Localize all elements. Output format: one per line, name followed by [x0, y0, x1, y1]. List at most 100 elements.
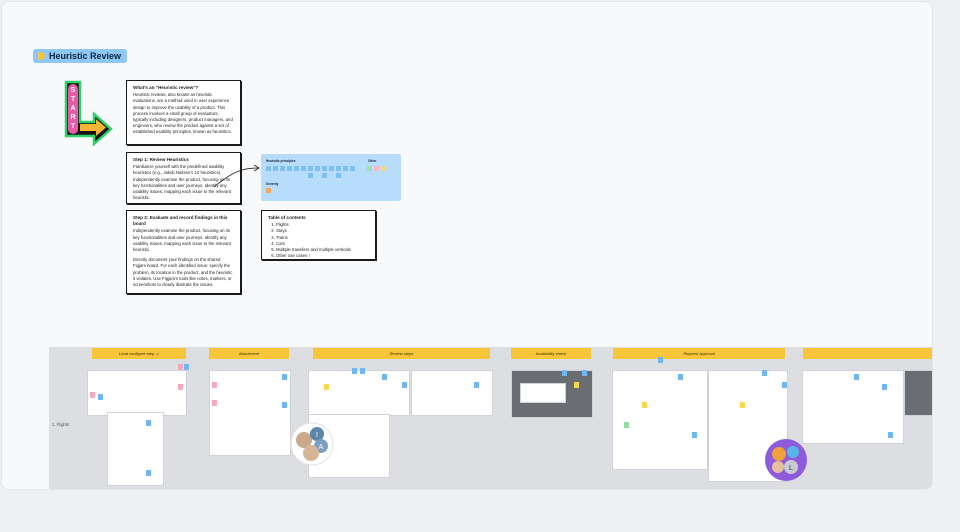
start-letter-t: T	[71, 96, 76, 103]
sticky-note[interactable]	[367, 166, 372, 171]
sticky-note[interactable]	[474, 382, 479, 388]
heuristic-principles-board[interactable]: Heuristic principles Other Severity	[261, 154, 401, 201]
sticky-note[interactable]	[282, 374, 287, 380]
sticky-note[interactable]	[308, 166, 313, 171]
toc-list: Flights Stays Trains Cars Multiple trave…	[268, 222, 369, 259]
sticky-note[interactable]	[658, 357, 663, 363]
what-is-heuristic-card[interactable]: What's an "Heuristic review"? Heuristic …	[126, 80, 241, 145]
step-header-next[interactable]	[803, 348, 932, 359]
sticky-note[interactable]	[382, 374, 387, 380]
sticky-note[interactable]	[642, 402, 647, 408]
sticky-note[interactable]	[178, 364, 183, 370]
sticky-note[interactable]	[343, 166, 348, 171]
sticky-note[interactable]	[280, 166, 285, 171]
step-header-request-approval[interactable]: Request approval	[613, 348, 785, 359]
screen-lead-configure-2[interactable]	[107, 412, 164, 486]
toc-item[interactable]: Multiple travellers and multiple vertica…	[276, 247, 369, 253]
sticky-note[interactable]	[882, 384, 887, 390]
screen-lead-configure[interactable]	[87, 370, 187, 416]
sticky-note[interactable]	[352, 368, 357, 374]
sticky-note[interactable]	[678, 374, 683, 380]
sticky-note[interactable]	[294, 166, 299, 171]
screen-review-1[interactable]	[308, 370, 410, 416]
sticky-note[interactable]	[402, 382, 407, 388]
sticky-note[interactable]	[266, 166, 271, 171]
toc-heading: Table of contents	[268, 215, 306, 220]
sticky-note[interactable]	[562, 370, 567, 376]
section-title: Heuristic Review	[49, 51, 122, 61]
toc-item[interactable]: Flights	[276, 222, 369, 228]
screen-attachment[interactable]	[209, 370, 291, 456]
sticky-note[interactable]	[212, 400, 217, 406]
sticky-note[interactable]	[273, 166, 278, 171]
card-body: Familiarize yourself with the predefined…	[133, 164, 231, 201]
start-letter-a: A	[70, 105, 75, 112]
availability-dialog[interactable]	[520, 383, 566, 403]
step-header-attachment[interactable]: Attachment	[209, 348, 289, 359]
sticky-note[interactable]	[888, 432, 893, 438]
toc-item[interactable]: Stays	[276, 228, 369, 234]
sticky-note[interactable]	[98, 394, 103, 400]
screen-request-1[interactable]	[612, 370, 708, 470]
screen-next-1[interactable]	[802, 370, 904, 444]
sticky-note[interactable]	[374, 166, 379, 171]
collaborator-avatar-group-2[interactable]: L	[764, 438, 808, 482]
sticky-note[interactable]	[146, 420, 151, 426]
sticky-note[interactable]	[212, 382, 217, 388]
sticky-note[interactable]	[762, 370, 767, 376]
sticky-note[interactable]	[329, 166, 334, 171]
sticky-note[interactable]	[184, 364, 189, 370]
table-of-contents-card[interactable]: Table of contents Flights Stays Trains C…	[261, 210, 376, 260]
start-sign-illustration[interactable]: S T A R T	[63, 80, 113, 146]
sticky-note[interactable]	[178, 384, 183, 390]
sticky-note[interactable]	[308, 173, 313, 178]
screen-review-3[interactable]	[411, 370, 493, 416]
sticky-note[interactable]	[624, 422, 629, 428]
sticky-note[interactable]	[282, 402, 287, 408]
step-header-availability-check[interactable]: Availability check	[511, 348, 591, 359]
collaborator-avatar-group[interactable]: I A	[290, 422, 334, 466]
step1-card[interactable]: Step 1: Review Heuristics Familiarize yo…	[126, 152, 241, 204]
start-letter-t2: T	[71, 123, 76, 130]
sticky-note[interactable]	[146, 470, 151, 476]
other-label: Other	[368, 159, 377, 163]
step2-card[interactable]: Step 2: Evaluate and record findings in …	[126, 210, 241, 294]
section-title-tag[interactable]: Heuristic Review	[33, 49, 128, 63]
step-header-review-steps[interactable]: Review steps	[313, 348, 490, 359]
card-heading: What's an "Heuristic review"?	[133, 85, 199, 90]
start-letter-r: R	[70, 114, 75, 121]
sticky-note[interactable]	[90, 392, 95, 398]
card-heading: Step 2: Evaluate and record findings in …	[133, 215, 228, 227]
step-header-lead-configure[interactable]: Lead configure step ->	[92, 348, 186, 359]
screen-next-2[interactable]	[904, 370, 932, 416]
card-body: Independently examine the product, focus…	[133, 228, 231, 253]
start-letter-s: S	[71, 87, 76, 94]
sticky-note[interactable]	[287, 166, 292, 171]
sticky-note[interactable]	[740, 402, 745, 408]
sticky-note[interactable]	[782, 382, 787, 388]
sticky-note[interactable]	[854, 374, 859, 380]
toc-item[interactable]: Cars	[276, 241, 369, 247]
sticky-note[interactable]	[692, 432, 697, 438]
toc-item[interactable]: Trains	[276, 235, 369, 241]
sticky-note[interactable]	[336, 173, 341, 178]
connector-arrow[interactable]	[212, 162, 262, 192]
toc-item[interactable]: Other use cases !	[276, 253, 369, 259]
sticky-note[interactable]	[574, 382, 579, 388]
card-body: Heuristic reviews, also known as heurist…	[133, 92, 233, 135]
sticky-note[interactable]	[322, 166, 327, 171]
avatar-initial-i: I	[316, 432, 318, 439]
sticky-note[interactable]	[582, 370, 587, 376]
whiteboard-canvas[interactable]: Heuristic Review S T A R T What's an "He…	[1, 1, 933, 490]
sticky-note[interactable]	[315, 166, 320, 171]
sticky-note[interactable]	[322, 173, 327, 178]
sticky-note[interactable]	[301, 166, 306, 171]
sticky-note[interactable]	[350, 166, 355, 171]
sticky-note[interactable]	[360, 368, 365, 374]
sticky-note[interactable]	[336, 166, 341, 171]
avatar-initial-l: L	[789, 465, 793, 472]
sticky-note[interactable]	[324, 384, 329, 390]
sticky-note[interactable]	[381, 166, 386, 171]
card-heading: Step 1: Review Heuristics	[133, 157, 189, 162]
sticky-note[interactable]	[266, 188, 271, 193]
